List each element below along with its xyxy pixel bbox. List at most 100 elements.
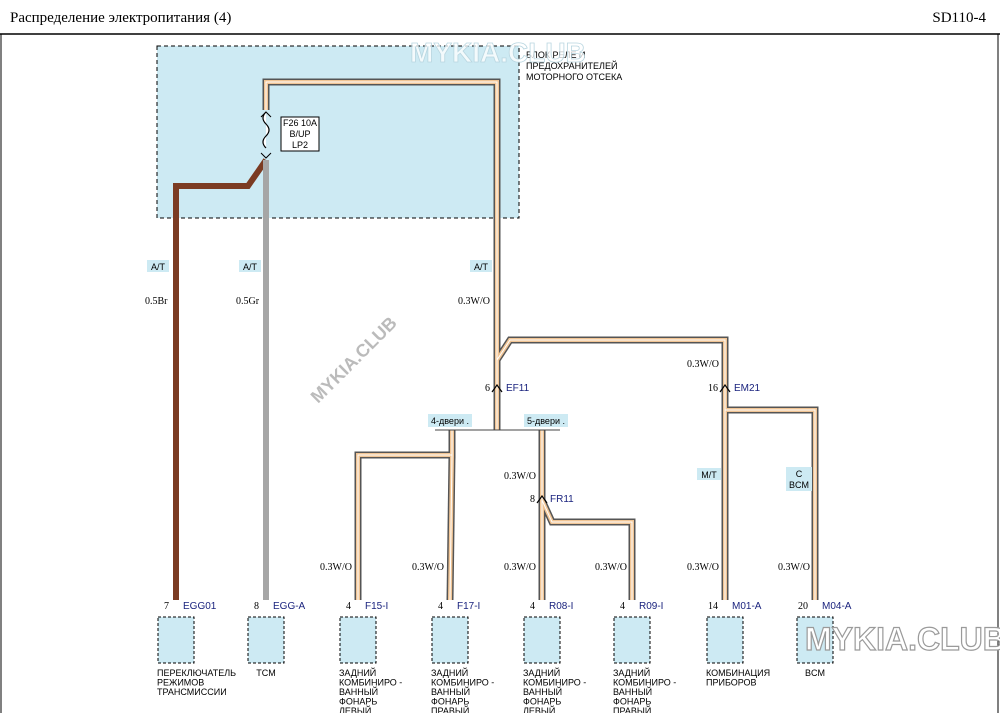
fr11-chevron bbox=[536, 494, 548, 504]
tag-mt-bg bbox=[697, 468, 721, 480]
watermark-bottom: MYKIA.CLUB bbox=[805, 621, 1000, 657]
wire-label-f17: 0.3W/O bbox=[412, 562, 444, 573]
connector-label-line: ФОНАРЬ bbox=[431, 697, 469, 707]
brown-wire bbox=[173, 158, 269, 600]
tag-at-2-bg bbox=[239, 260, 261, 272]
connector-label-line: КОМБИНИРО - bbox=[431, 678, 494, 688]
splice-em21-id: EM21 bbox=[734, 383, 761, 394]
fuse-rating: F26 10A bbox=[283, 118, 317, 128]
connector-label-line: TCM bbox=[256, 668, 276, 678]
fuse-name-2: LP2 bbox=[292, 140, 308, 150]
connector-label-line: ПРАВЫЙ bbox=[431, 705, 469, 713]
connector-pin: 8 bbox=[254, 601, 259, 612]
connector-label-line: ЗАДНИЙ bbox=[431, 667, 468, 678]
connector-pin: 4 bbox=[438, 601, 443, 612]
connector-body bbox=[339, 616, 377, 664]
wo-wire-top-outline bbox=[494, 336, 729, 600]
tag-c-bcm-bg bbox=[786, 467, 812, 491]
connector-body bbox=[706, 616, 744, 664]
connector-label-line: ФОНАРЬ bbox=[523, 697, 561, 707]
connector-label-line: ПЕРЕКЛЮЧАТЕЛЬ bbox=[157, 668, 236, 678]
tag-at-1-bg bbox=[147, 260, 169, 272]
fuse-arrow-top bbox=[260, 111, 272, 118]
connector-body bbox=[523, 616, 561, 664]
connector-label-line: ВАННЫЙ bbox=[523, 686, 562, 697]
connector-pin: 4 bbox=[620, 601, 625, 612]
tag-mt: M/T bbox=[701, 470, 717, 480]
tag-5door-bg bbox=[524, 414, 568, 427]
splice-em21-pin: 16 bbox=[708, 383, 718, 394]
connector-body bbox=[613, 616, 651, 664]
connector-label-line: КОМБИНИРО - bbox=[523, 678, 586, 688]
connector-label-line: ЛЕВЫЙ bbox=[523, 705, 555, 713]
connector-label-line: РЕЖИМОВ bbox=[157, 678, 204, 688]
connector-label-line: BCM bbox=[805, 668, 825, 678]
relay-block-label-2: ПРЕДОХРАНИТЕЛЕЙ bbox=[526, 60, 617, 71]
tag-4door: 4-двери . bbox=[431, 416, 469, 426]
tag-at-1: A/T bbox=[151, 262, 166, 272]
connector-id: R08-I bbox=[549, 601, 573, 612]
connector-id: M04-A bbox=[822, 601, 852, 612]
connector-pin: 7 bbox=[164, 601, 169, 612]
ef11-chevron bbox=[491, 383, 503, 393]
connector-label-line: КОМБИНАЦИЯ bbox=[706, 668, 770, 678]
wire-label-r08: 0.3W/O bbox=[504, 562, 536, 573]
relay-fuse-block bbox=[156, 45, 520, 219]
wire-label-m01: 0.3W/O bbox=[687, 562, 719, 573]
tag-c: C bbox=[796, 469, 803, 479]
relay-block-label-1: БЛОК РЕЛЕ И bbox=[526, 50, 585, 60]
connector-pin: 4 bbox=[530, 601, 535, 612]
connector-label-line: КОМБИНИРО - bbox=[613, 678, 676, 688]
splice-fr11-id: FR11 bbox=[550, 494, 574, 505]
connector-id: EGG01 bbox=[183, 601, 217, 612]
connector-id: M01-A bbox=[732, 601, 762, 612]
connector-id: R09-I bbox=[639, 601, 663, 612]
connector-pin: 4 bbox=[346, 601, 351, 612]
connector-label-line: ФОНАРЬ bbox=[613, 697, 651, 707]
connector-id: F15-I bbox=[365, 601, 388, 612]
wire-label-top: 0.3W/O bbox=[687, 359, 719, 370]
wo-wire-r09-outline bbox=[538, 498, 636, 600]
connector-body bbox=[796, 616, 834, 664]
wire-label-fr: 0.3W/O bbox=[504, 471, 536, 482]
wire-label-main: 0.3W/O bbox=[458, 296, 490, 307]
splice-ef11-id: EF11 bbox=[506, 383, 530, 394]
connector-pin: 14 bbox=[708, 601, 718, 612]
splice-fr11-pin: 8 bbox=[530, 494, 535, 505]
fuse-box bbox=[280, 116, 320, 152]
connector-body bbox=[157, 616, 195, 664]
tag-at-2: A/T bbox=[243, 262, 258, 272]
connector-label-line: ВАННЫЙ bbox=[431, 686, 470, 697]
wire-label-br: 0.5Br bbox=[145, 296, 168, 307]
page-title: Распределение электропитания (4) bbox=[10, 10, 231, 26]
watermark-top: MYKIA.CLUB bbox=[410, 37, 586, 68]
connector-pin: 20 bbox=[798, 601, 808, 612]
connector-body bbox=[431, 616, 469, 664]
connector-label-line: ПРИБОРОВ bbox=[706, 678, 757, 688]
tag-5door: 5-двери . bbox=[527, 416, 565, 426]
connector-label-line: КОМБИНИРО - bbox=[339, 678, 402, 688]
connector-body bbox=[247, 616, 285, 664]
connector-label-line: ВАННЫЙ bbox=[613, 686, 652, 697]
tag-at-3-bg bbox=[470, 260, 492, 272]
splice-ef11-pin: 6 bbox=[485, 383, 490, 394]
wo-wire-group bbox=[262, 78, 819, 601]
connector-id: F17-I bbox=[457, 601, 480, 612]
wire-label-r09: 0.3W/O bbox=[595, 562, 627, 573]
watermark-diagonal: MYKIA.CLUB bbox=[307, 313, 401, 407]
connector-label-line: ЗАДНИЙ bbox=[339, 667, 376, 678]
connector-label-line: ЗАДНИЙ bbox=[523, 667, 560, 678]
connector-label-line: ЛЕВЫЙ bbox=[339, 705, 371, 713]
wire-label-gr: 0.5Gr bbox=[236, 296, 260, 307]
tag-4door-bg bbox=[428, 414, 472, 427]
fuse-arrow-bottom bbox=[260, 152, 272, 159]
fuse-symbol bbox=[262, 111, 270, 149]
connector-label-line: ВАННЫЙ bbox=[339, 686, 378, 697]
em21-chevron bbox=[719, 383, 731, 393]
relay-block-label-3: МОТОРНОГО ОТСЕКА bbox=[526, 72, 622, 82]
connector-label-line: ЗАДНИЙ bbox=[613, 667, 650, 678]
connector-id: EGG-A bbox=[273, 601, 306, 612]
tag-bcm: BCM bbox=[789, 480, 809, 490]
connector-label-line: ПРАВЫЙ bbox=[613, 705, 651, 713]
